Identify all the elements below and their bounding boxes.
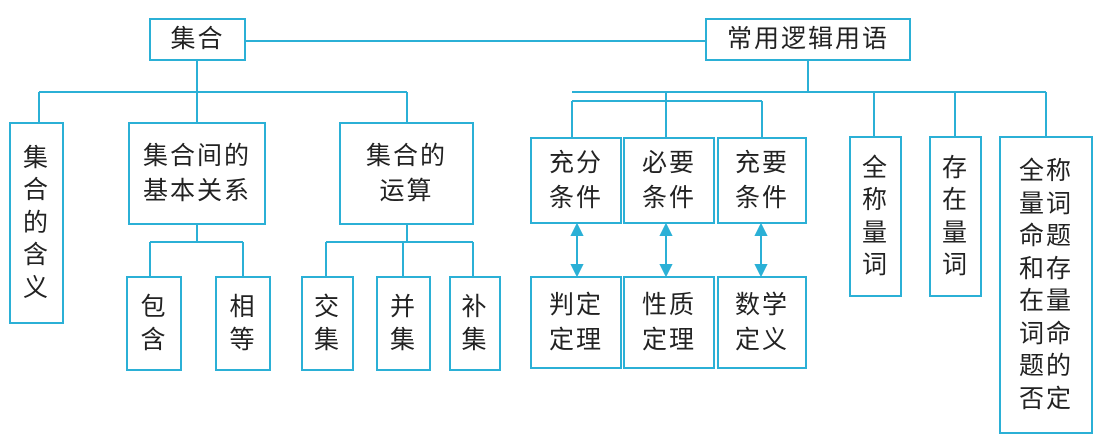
node-quantified-proposition-negation: 全称量词命题和存在量词命题的否定 [999,136,1093,434]
label-intersection: 交集 [313,292,341,354]
node-sufficient-condition: 充分 条件 [530,137,622,224]
label-necessary-condition: 必要 条件 [641,148,696,212]
node-complement: 补集 [449,276,501,371]
label-universal-quantifier: 全称量词 [861,152,889,280]
label-contain: 包含 [140,292,168,354]
node-set-operation: 集合的 运算 [339,122,474,225]
label-union: 并集 [389,292,417,354]
label-set-operation: 集合的 运算 [365,141,447,205]
node-existential-quantifier: 存在量词 [929,136,982,297]
label-quantified-proposition-negation: 全称量词命题和存在量词命题的否定 [1018,156,1073,413]
label-set-meaning: 集合的含义 [22,142,50,302]
node-equal: 相等 [215,276,271,371]
node-set-meaning: 集合的含义 [9,122,64,324]
label-sufficient-condition: 充分 条件 [548,148,603,212]
node-necessary-condition: 必要 条件 [623,137,715,224]
label-property-theorem: 性质 定理 [641,290,696,354]
node-math-definition: 数学 定义 [717,276,807,369]
node-union: 并集 [376,276,431,371]
label-math-definition: 数学 定义 [734,290,789,354]
label-equal: 相等 [229,292,257,354]
node-intersection: 交集 [301,276,354,371]
root-box-sets: 集合 [149,18,246,61]
node-judgment-theorem: 判定 定理 [530,276,622,369]
label-judgment-theorem: 判定 定理 [548,290,603,354]
root-label-sets: 集合 [170,24,225,54]
label-existential-quantifier: 存在量词 [941,152,969,280]
label-sufficient-necessary-condition: 充要 条件 [734,148,789,212]
node-contain: 包含 [126,276,182,371]
root-box-logic-terms: 常用逻辑用语 [705,18,911,61]
node-universal-quantifier: 全称量词 [849,136,902,297]
node-property-theorem: 性质 定理 [623,276,715,369]
label-set-relation: 集合间的 基本关系 [142,141,251,205]
root-label-logic-terms: 常用逻辑用语 [726,24,889,54]
node-sufficient-necessary-condition: 充要 条件 [717,137,807,224]
label-complement: 补集 [461,292,489,354]
node-set-relation: 集合间的 基本关系 [128,122,266,225]
